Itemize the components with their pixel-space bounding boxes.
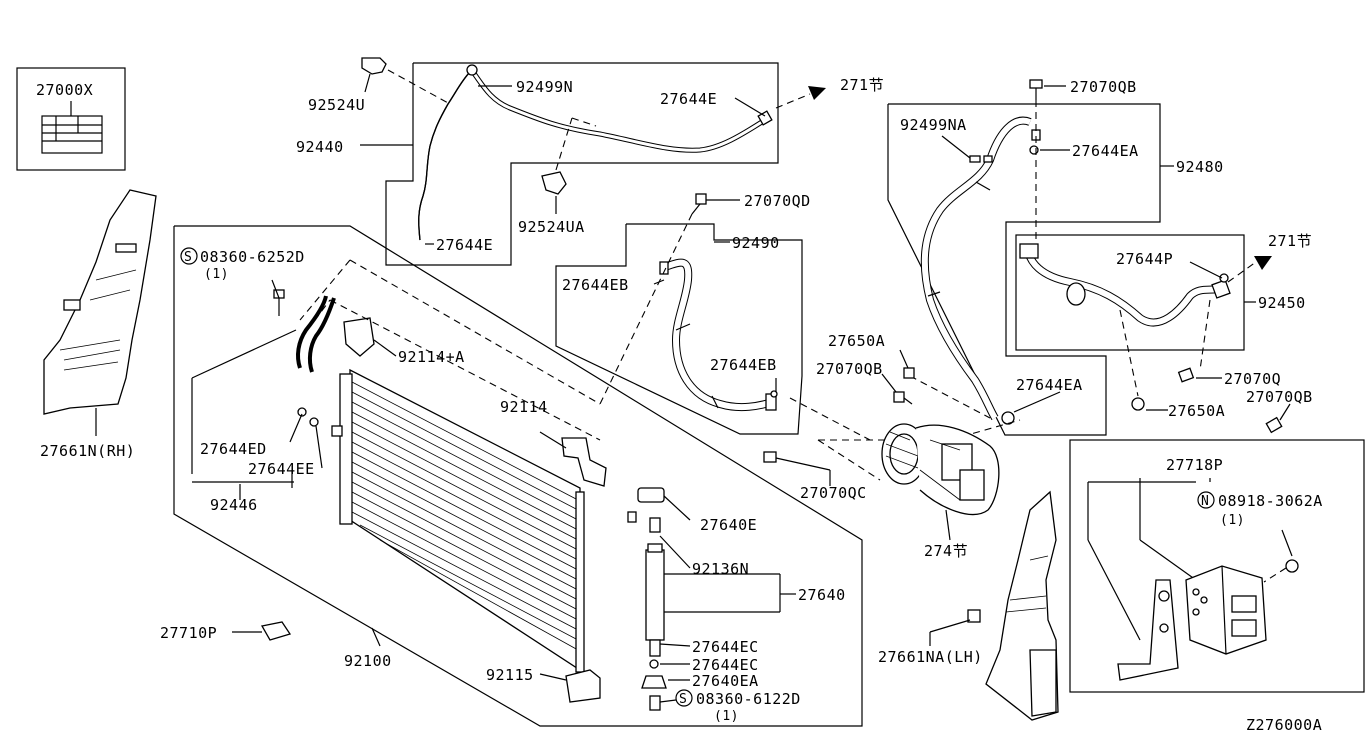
label-08918-3062A-qty: (1) bbox=[1220, 513, 1245, 528]
label-92499NA[interactable]: 92499NA bbox=[900, 116, 967, 134]
label-92450[interactable]: 92450 bbox=[1258, 294, 1306, 312]
label-27644E-top[interactable]: 27644E bbox=[660, 90, 717, 108]
label-card-27000X: 27000X bbox=[16, 67, 126, 171]
label-08360-6252D[interactable]: 08360-6252D bbox=[200, 248, 305, 266]
label-27644EC-a[interactable]: 27644EC bbox=[692, 638, 759, 656]
label-27640E[interactable]: 27640E bbox=[700, 516, 757, 534]
label-92115[interactable]: 92115 bbox=[486, 666, 534, 684]
label-27644EC-b[interactable]: 27644EC bbox=[692, 656, 759, 674]
label-27644ED[interactable]: 27644ED bbox=[200, 440, 267, 458]
pipe-group-92490: 27070QD 92490 27644EB 27644EB bbox=[555, 192, 811, 435]
pipe-group-92450: 27644P 92450 271节 bbox=[1015, 232, 1312, 397]
pipe-group-92440: 92499N 27644E 271节 92440 92524UA 27644E … bbox=[296, 57, 884, 266]
label-27661N-RH[interactable]: 27661N(RH) bbox=[40, 442, 135, 460]
label-27718P[interactable]: 27718P bbox=[1166, 456, 1223, 474]
label-92524U[interactable]: 92524U bbox=[308, 96, 365, 114]
label-92499N[interactable]: 92499N bbox=[516, 78, 573, 96]
label-27644EA-low[interactable]: 27644EA bbox=[1016, 376, 1083, 394]
label-08918-3062A[interactable]: 08918-3062A bbox=[1218, 492, 1323, 510]
label-92114A[interactable]: 92114+A bbox=[398, 348, 465, 366]
label-27640EA[interactable]: 27640EA bbox=[692, 672, 759, 690]
label-27070QB-mid[interactable]: 27070QB bbox=[816, 360, 883, 378]
air-guide-rh: 27661N(RH) bbox=[40, 189, 157, 460]
compressor-group: 274节 27650A 27070QB 27644EA 27070QC bbox=[763, 332, 1083, 560]
label-08360-6122D-qty: (1) bbox=[714, 709, 739, 724]
label-27070QC[interactable]: 27070QC bbox=[800, 484, 867, 502]
label-92440[interactable]: 92440 bbox=[296, 138, 344, 156]
detail-box-27718P: 27718P N 08918-3062A (1) bbox=[1069, 439, 1365, 693]
pipe-group-92480: 27070QB 92499NA 27644EA 92480 bbox=[887, 78, 1224, 436]
label-08360-6122D[interactable]: 08360-6122D bbox=[696, 690, 801, 708]
label-08360-6252D-qty: (1) bbox=[204, 267, 229, 282]
screw-symbol-a: S bbox=[184, 250, 192, 265]
label-27661NA-LH[interactable]: 27661NA(LH) bbox=[878, 648, 983, 666]
label-27640[interactable]: 27640 bbox=[798, 586, 846, 604]
air-guide-lh: 27661NA(LH) bbox=[878, 490, 1059, 721]
label-27650A-a[interactable]: 27650A bbox=[828, 332, 885, 350]
label-92524UA[interactable]: 92524UA bbox=[518, 218, 585, 236]
label-27644EB-b[interactable]: 27644EB bbox=[710, 356, 777, 374]
bolts-right-mid: 27070Q 27650A 27070QB bbox=[1131, 367, 1313, 434]
label-27644EE[interactable]: 27644EE bbox=[248, 460, 315, 478]
catalog-code: Z276000A bbox=[1246, 716, 1322, 734]
label-92446[interactable]: 92446 bbox=[210, 496, 258, 514]
label-27000X[interactable]: 27000X bbox=[36, 81, 93, 99]
label-92480[interactable]: 92480 bbox=[1176, 158, 1224, 176]
label-27644EB-a[interactable]: 27644EB bbox=[562, 276, 629, 294]
label-27710P[interactable]: 27710P bbox=[160, 624, 217, 642]
condenser-assembly-92100: S 08360-6252D (1) 92114+A 27644ED 27644E… bbox=[160, 225, 863, 727]
nut-symbol: N bbox=[1201, 494, 1209, 509]
label-27070QB-r[interactable]: 27070QB bbox=[1246, 388, 1313, 406]
label-27070QB-top[interactable]: 27070QB bbox=[1070, 78, 1137, 96]
label-27644E-low[interactable]: 27644E bbox=[436, 236, 493, 254]
label-27644P[interactable]: 27644P bbox=[1116, 250, 1173, 268]
screw-symbol-b: S bbox=[679, 692, 687, 707]
label-27650A-b[interactable]: 27650A bbox=[1168, 402, 1225, 420]
label-27070Q[interactable]: 27070Q bbox=[1224, 370, 1281, 388]
label-92114[interactable]: 92114 bbox=[500, 398, 548, 416]
label-92100[interactable]: 92100 bbox=[344, 652, 392, 670]
label-92136N[interactable]: 92136N bbox=[692, 560, 749, 578]
label-271-b[interactable]: 271节 bbox=[1268, 232, 1312, 250]
label-27070QD[interactable]: 27070QD bbox=[744, 192, 811, 210]
label-92490[interactable]: 92490 bbox=[732, 234, 780, 252]
label-27644EA-top[interactable]: 27644EA bbox=[1072, 142, 1139, 160]
label-271-a[interactable]: 271节 bbox=[840, 76, 884, 94]
label-274[interactable]: 274节 bbox=[924, 542, 968, 560]
condenser-fins bbox=[351, 381, 579, 651]
